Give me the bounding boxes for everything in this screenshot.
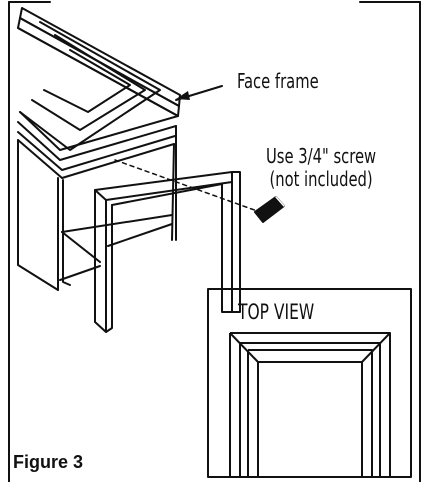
figure-border: [8, 1, 421, 482]
face-frame-label: Face frame: [237, 69, 319, 93]
screw-note-line-2: (not included): [269, 167, 373, 191]
face-frame-part: [94, 171, 241, 333]
screw-note: Use 3/4" screw (not included): [266, 145, 376, 191]
top-view-title: TOP VIEW: [238, 300, 315, 324]
screw-icon: [254, 196, 285, 223]
cabinet-body: [17, 125, 177, 291]
cabinet-top: [17, 7, 181, 179]
arrowhead: [176, 91, 190, 100]
top-view-frame: [229, 332, 391, 477]
figure-caption: Figure 3: [13, 452, 84, 472]
screw-note-line-1: Use 3/4" screw: [266, 144, 377, 168]
top-view-box: [207, 288, 412, 478]
